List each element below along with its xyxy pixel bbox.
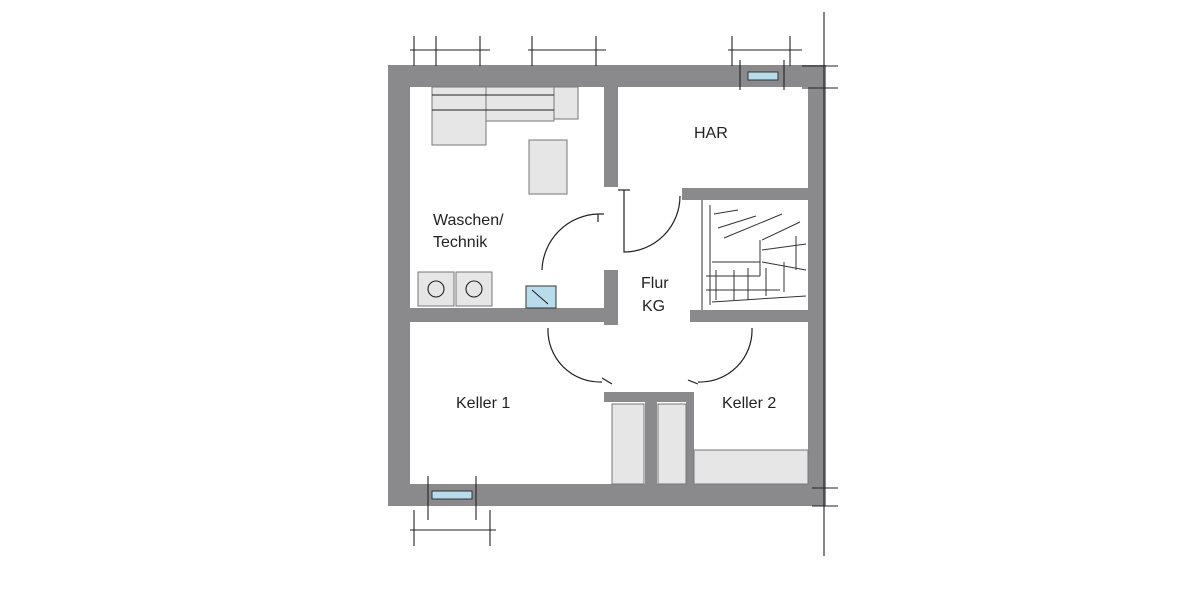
closet-right <box>657 403 687 485</box>
window-bottom-left <box>431 490 473 500</box>
wall-left <box>388 65 410 506</box>
wall-top <box>388 65 826 87</box>
staircase <box>701 200 807 310</box>
door-keller1 <box>547 327 603 383</box>
washing-machine-2-drum-icon <box>465 280 483 298</box>
fixture-tank-3 <box>553 86 579 120</box>
wall-waschen-flur-upper <box>604 87 618 187</box>
room-label-waschen-2: Technik <box>433 234 488 251</box>
washing-machine-1 <box>417 271 455 307</box>
washing-machine-1-drum-icon <box>427 280 445 298</box>
washing-machine-2 <box>455 271 493 307</box>
outer-walls <box>388 65 826 506</box>
room-label-flur-1: Flur <box>641 275 669 292</box>
interior-walls <box>410 87 808 484</box>
wall-waschen-keller1 <box>410 308 618 322</box>
wall-bottom <box>388 484 826 506</box>
door-keller2 <box>697 327 753 383</box>
room-label-waschen-1: Waschen/ <box>433 212 504 229</box>
keller2-shelf <box>693 449 809 485</box>
wall-closet-divider <box>645 402 657 484</box>
wall-flur-stub <box>682 188 690 198</box>
fixture-tank-1 <box>431 86 487 146</box>
room-label-flur-2: KG <box>642 298 665 315</box>
wall-right <box>808 65 826 506</box>
wall-closet-right <box>686 392 694 484</box>
room-label-keller1: Keller 1 <box>456 395 510 412</box>
window-top-right <box>747 71 779 81</box>
wall-stair-keller2 <box>690 310 808 322</box>
closet-left <box>611 403 645 485</box>
dimension-marks <box>410 12 838 556</box>
door-swings <box>541 189 753 385</box>
room-label-keller2: Keller 2 <box>722 395 776 412</box>
sink-basin <box>525 285 557 309</box>
fixture-tank-2 <box>485 86 555 122</box>
waschen-fixtures <box>417 86 579 309</box>
wall-closet-top <box>604 392 692 402</box>
door-waschen <box>541 213 604 271</box>
door-flur-top <box>623 190 681 253</box>
wall-har-stair <box>682 188 808 200</box>
room-label-har: HAR <box>694 125 728 142</box>
fixture-unit <box>528 139 568 195</box>
